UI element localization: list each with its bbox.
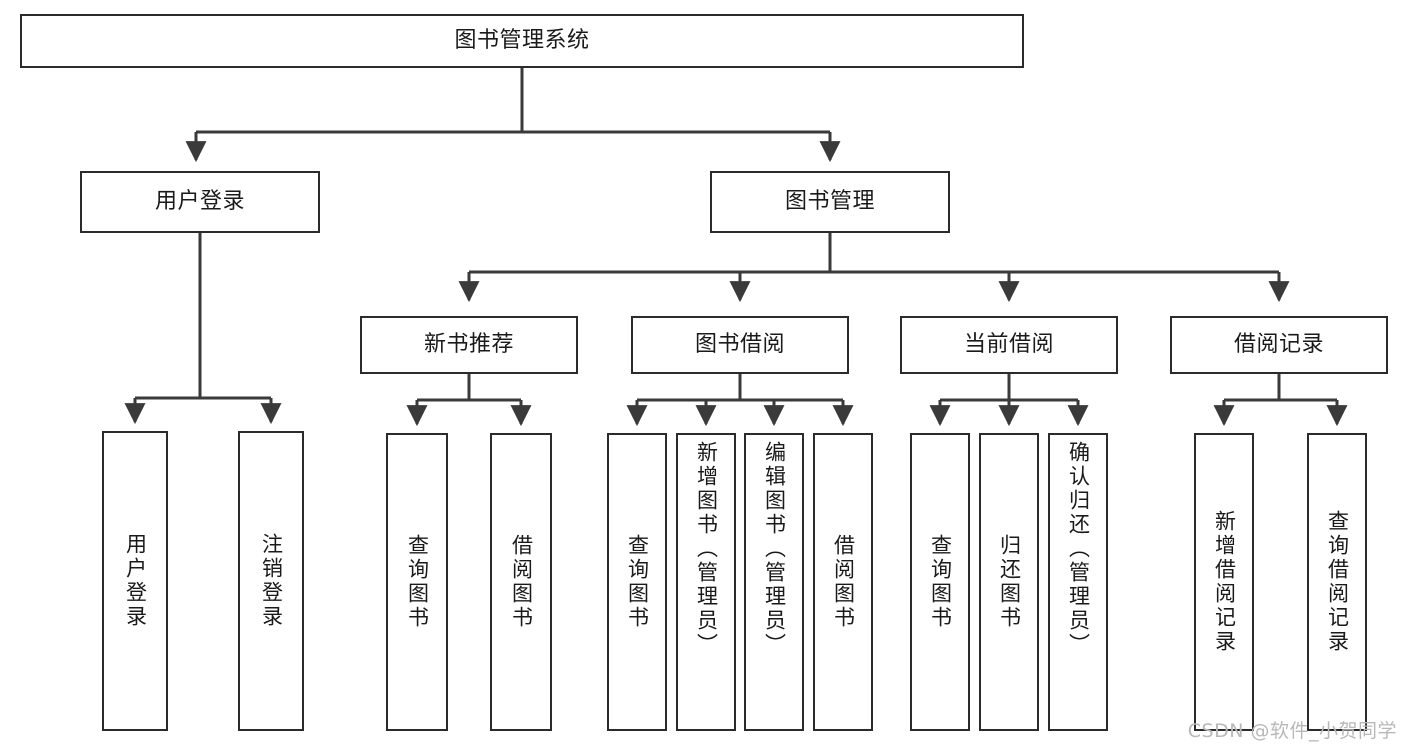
node-root-label: 图书管理系统 xyxy=(454,28,590,54)
node-book-borrow-label: 图书借阅 xyxy=(694,332,785,358)
node-leaf-query-book-2-label: 查询图书 xyxy=(625,534,650,630)
node-leaf-add-book-label: 新增图书（管理员） xyxy=(694,441,719,657)
node-leaf-user-logout[interactable]: 注销登录 xyxy=(238,431,304,731)
node-leaf-edit-book[interactable]: 编辑图书（管理员） xyxy=(744,433,804,731)
node-leaf-return-book-label: 归还图书 xyxy=(997,534,1022,630)
node-leaf-query-book-2[interactable]: 查询图书 xyxy=(607,433,667,731)
node-leaf-query-book-1[interactable]: 查询图书 xyxy=(386,433,448,731)
node-new-book-recommend-label: 新书推荐 xyxy=(423,332,514,358)
node-leaf-return-book[interactable]: 归还图书 xyxy=(979,433,1039,731)
connector-currentborrow-to-leaves xyxy=(929,374,1089,427)
node-leaf-query-book-3[interactable]: 查询图书 xyxy=(910,433,970,731)
node-borrow-record[interactable]: 借阅记录 xyxy=(1170,316,1388,374)
node-book-borrow[interactable]: 图书借阅 xyxy=(631,316,849,374)
connector-root-to-level2 xyxy=(185,68,841,163)
node-current-borrow[interactable]: 当前借阅 xyxy=(900,316,1118,374)
node-leaf-edit-book-label: 编辑图书（管理员） xyxy=(762,441,787,657)
connector-bookmanage-to-level3 xyxy=(458,233,1290,303)
node-user-login[interactable]: 用户登录 xyxy=(80,171,320,233)
node-borrow-record-label: 借阅记录 xyxy=(1233,332,1324,358)
node-leaf-add-record[interactable]: 新增借阅记录 xyxy=(1194,433,1254,731)
node-leaf-borrow-book-1[interactable]: 借阅图书 xyxy=(490,433,552,731)
node-leaf-confirm-return[interactable]: 确认归还（管理员） xyxy=(1048,433,1108,731)
connector-borrowrecord-to-leaves xyxy=(1213,374,1348,427)
connector-userlogin-to-leaves xyxy=(124,233,282,425)
node-leaf-borrow-book-2[interactable]: 借阅图书 xyxy=(813,433,873,731)
node-leaf-query-record[interactable]: 查询借阅记录 xyxy=(1307,433,1367,731)
node-leaf-add-record-label: 新增借阅记录 xyxy=(1212,510,1237,654)
node-user-login-label: 用户登录 xyxy=(154,189,245,215)
node-leaf-user-login[interactable]: 用户登录 xyxy=(102,431,168,731)
connector-bookborrow-to-leaves xyxy=(626,374,854,427)
node-book-manage-label: 图书管理 xyxy=(784,189,875,215)
node-leaf-borrow-book-2-label: 借阅图书 xyxy=(831,534,856,630)
node-book-manage[interactable]: 图书管理 xyxy=(710,171,950,233)
node-leaf-query-book-1-label: 查询图书 xyxy=(405,534,430,630)
node-leaf-confirm-return-label: 确认归还（管理员） xyxy=(1066,441,1091,657)
watermark: CSDN @软件_小贺同学 xyxy=(1187,720,1397,742)
node-leaf-user-login-label: 用户登录 xyxy=(123,533,148,629)
node-leaf-query-book-3-label: 查询图书 xyxy=(928,534,953,630)
node-leaf-add-book[interactable]: 新增图书（管理员） xyxy=(676,433,736,731)
node-current-borrow-label: 当前借阅 xyxy=(963,332,1054,358)
node-leaf-user-logout-label: 注销登录 xyxy=(259,533,284,629)
node-new-book-recommend[interactable]: 新书推荐 xyxy=(360,316,578,374)
connector-newbook-to-leaves xyxy=(406,374,532,427)
node-root[interactable]: 图书管理系统 xyxy=(20,14,1024,68)
node-leaf-borrow-book-1-label: 借阅图书 xyxy=(509,534,534,630)
node-leaf-query-record-label: 查询借阅记录 xyxy=(1325,510,1350,654)
